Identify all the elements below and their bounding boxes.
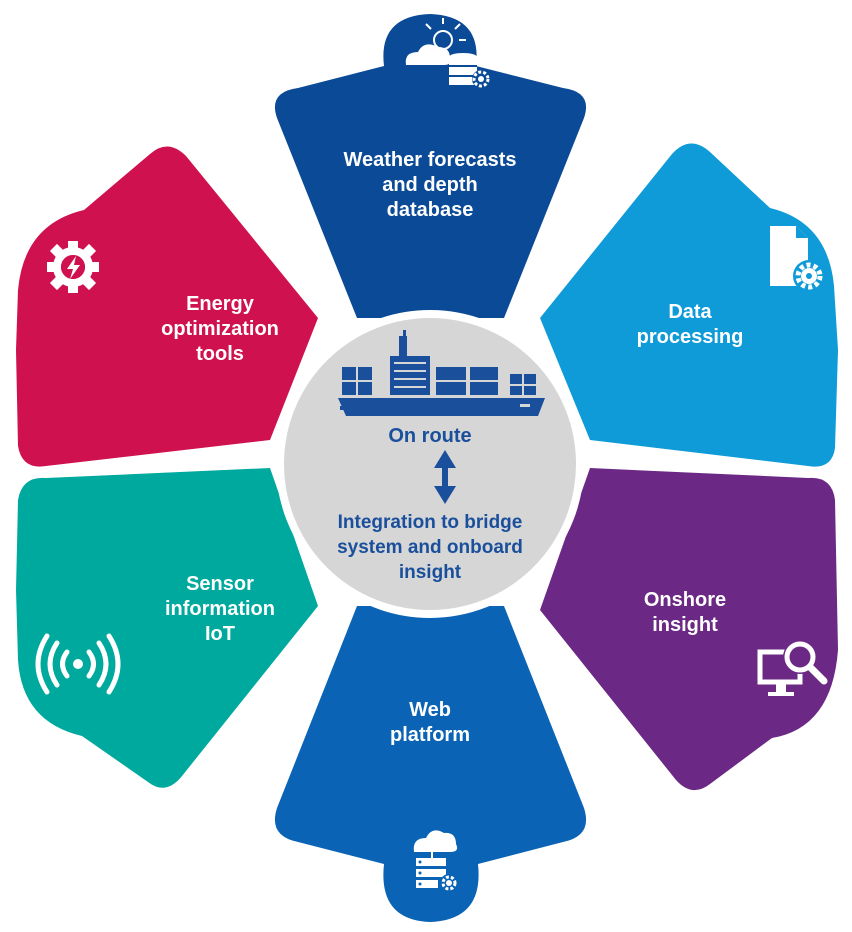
center-subtitle-line: system and onboard — [337, 537, 523, 558]
label-line: Sensor — [186, 573, 254, 595]
label-line: database — [386, 199, 474, 221]
label-line: Data — [668, 301, 712, 323]
label-line: and depth — [382, 174, 478, 196]
cloud-server-icon — [413, 830, 458, 892]
petal-data-processing — [540, 143, 838, 467]
label-line: insight — [652, 614, 718, 636]
gear-lightning-icon — [47, 241, 99, 293]
signal-broadcast-icon — [35, 633, 121, 695]
label-line: optimization — [161, 318, 279, 340]
center-subtitle-line: Integration to bridge — [337, 512, 523, 533]
label-line: Weather forecasts — [343, 149, 517, 171]
document-gear-icon — [770, 226, 825, 292]
label-web-platform: Web platform — [340, 698, 520, 748]
label-data-processing: Data processing — [600, 300, 780, 350]
label-line: Energy — [186, 293, 254, 315]
weather-database-icon — [405, 18, 490, 88]
petal-onshore-insight — [540, 468, 838, 791]
monitor-search-icon — [757, 640, 828, 696]
label-line: tools — [196, 343, 244, 365]
petal-weather-forecasts — [274, 14, 587, 318]
label-onshore-insight: Onshore insight — [600, 588, 770, 638]
label-energy-optimization: Energy optimization tools — [120, 292, 320, 367]
label-line: processing — [636, 326, 744, 348]
petal-energy-optimization — [16, 146, 318, 467]
label-line: Web — [409, 699, 451, 721]
petal-sensor-information — [16, 468, 318, 788]
double-arrow-icon — [434, 450, 456, 504]
label-weather-forecasts: Weather forecasts and depth database — [300, 148, 560, 223]
center-title-text: On route — [388, 425, 472, 447]
center-title: On route — [330, 424, 530, 448]
label-line: platform — [390, 724, 470, 746]
label-line: information — [165, 598, 275, 620]
label-line: Onshore — [643, 589, 727, 611]
center-subtitle-line: insight — [398, 562, 462, 583]
label-sensor-information: Sensor information IoT — [130, 572, 310, 647]
petal-web-platform — [274, 606, 587, 922]
label-line: IoT — [205, 623, 235, 645]
center-subtitle: Integration to bridge system and onboard… — [300, 510, 560, 585]
